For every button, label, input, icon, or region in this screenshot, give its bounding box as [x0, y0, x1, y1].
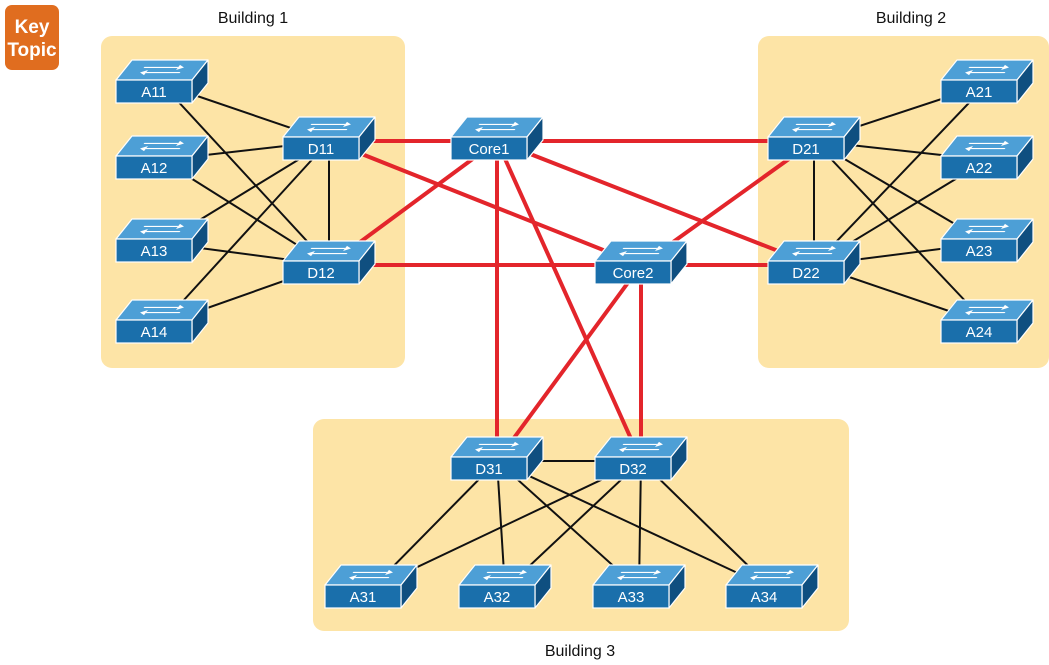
switch-front-face	[594, 456, 672, 481]
switch-front-face	[282, 260, 360, 285]
switch-a32[interactable]: A32	[458, 564, 552, 609]
switch-label-core1: Core1	[469, 141, 510, 158]
switch-label-d32: D32	[619, 461, 647, 478]
access-link-a14-d11	[161, 140, 330, 325]
switch-label-d21: D21	[792, 141, 820, 158]
switch-label-a12: A12	[141, 160, 168, 177]
building-1-label: Building 1	[218, 10, 288, 27]
switch-label-a33: A33	[618, 589, 645, 606]
switch-a12[interactable]: A12	[115, 135, 209, 180]
switch-label-d11: D11	[308, 141, 334, 158]
switch-label-a31: A31	[350, 589, 377, 606]
switch-front-face	[450, 136, 528, 161]
switch-front-face	[767, 136, 845, 161]
switch-d21[interactable]: D21	[767, 116, 861, 161]
switch-label-a23: A23	[966, 243, 993, 260]
key-topic-badge: Key Topic	[5, 5, 59, 70]
access-link-d21-a24	[813, 140, 988, 325]
switch-label-d22: D22	[792, 265, 820, 282]
building-3-panel	[313, 419, 849, 631]
switch-front-face	[115, 319, 193, 344]
switch-label-d31: D31	[475, 461, 503, 478]
switch-front-face	[115, 79, 193, 104]
key-topic-line2: Topic	[7, 40, 57, 61]
switch-front-face	[940, 238, 1018, 263]
switch-front-face	[450, 456, 528, 481]
core-link-core2-d31	[495, 263, 643, 463]
switch-label-a14: A14	[141, 324, 168, 341]
access-link-d31-a34	[496, 460, 773, 590]
switch-label-a22: A22	[966, 160, 993, 177]
switch-a34[interactable]: A34	[725, 564, 819, 609]
access-link-a11-d12	[161, 83, 330, 266]
core-link-core1-d32	[495, 139, 643, 463]
switch-front-face	[115, 155, 193, 180]
switch-a22[interactable]: A22	[940, 135, 1034, 180]
switch-d22[interactable]: D22	[767, 240, 861, 285]
core-link-d11-core2	[327, 139, 643, 267]
switch-label-d12: D12	[307, 265, 335, 282]
switch-front-face	[115, 238, 193, 263]
switch-label-a11: A11	[141, 84, 167, 101]
core-link-core1-d22	[495, 139, 816, 267]
switch-front-face	[940, 79, 1018, 104]
switch-d31[interactable]: D31	[450, 436, 544, 481]
switch-a31[interactable]: A31	[324, 564, 418, 609]
switch-front-face	[594, 260, 672, 285]
switch-label-a24: A24	[966, 324, 993, 341]
switch-front-face	[725, 584, 803, 609]
switch-front-face	[282, 136, 360, 161]
key-topic-line1: Key	[15, 17, 50, 38]
switch-front-face	[458, 584, 536, 609]
switch-front-face	[767, 260, 845, 285]
switch-a21[interactable]: A21	[940, 59, 1034, 104]
switch-core2[interactable]: Core2	[594, 240, 688, 285]
switch-a11[interactable]: A11	[115, 59, 209, 104]
switch-label-a32: A32	[484, 589, 511, 606]
switch-a24[interactable]: A24	[940, 299, 1034, 344]
switch-label-a34: A34	[751, 589, 778, 606]
switch-d32[interactable]: D32	[594, 436, 688, 481]
switch-d11[interactable]: D11	[282, 116, 376, 161]
building-panels	[101, 36, 1049, 631]
key-topic-badge-bg	[5, 5, 59, 70]
building-2-label: Building 2	[876, 10, 946, 27]
switch-front-face	[592, 584, 670, 609]
switch-core1[interactable]: Core1	[450, 116, 544, 161]
access-link-d22-a21	[813, 83, 988, 266]
switch-front-face	[324, 584, 402, 609]
switch-a13[interactable]: A13	[115, 218, 209, 263]
switch-front-face	[940, 155, 1018, 180]
switch-label-core2: Core2	[613, 265, 654, 282]
switch-a33[interactable]: A33	[592, 564, 686, 609]
switch-front-face	[940, 319, 1018, 344]
switch-d12[interactable]: D12	[282, 240, 376, 285]
switch-label-a13: A13	[141, 243, 168, 260]
switch-a14[interactable]: A14	[115, 299, 209, 344]
switch-a23[interactable]: A23	[940, 218, 1034, 263]
switch-label-a21: A21	[966, 84, 993, 101]
building-3-label: Building 3	[545, 643, 615, 660]
